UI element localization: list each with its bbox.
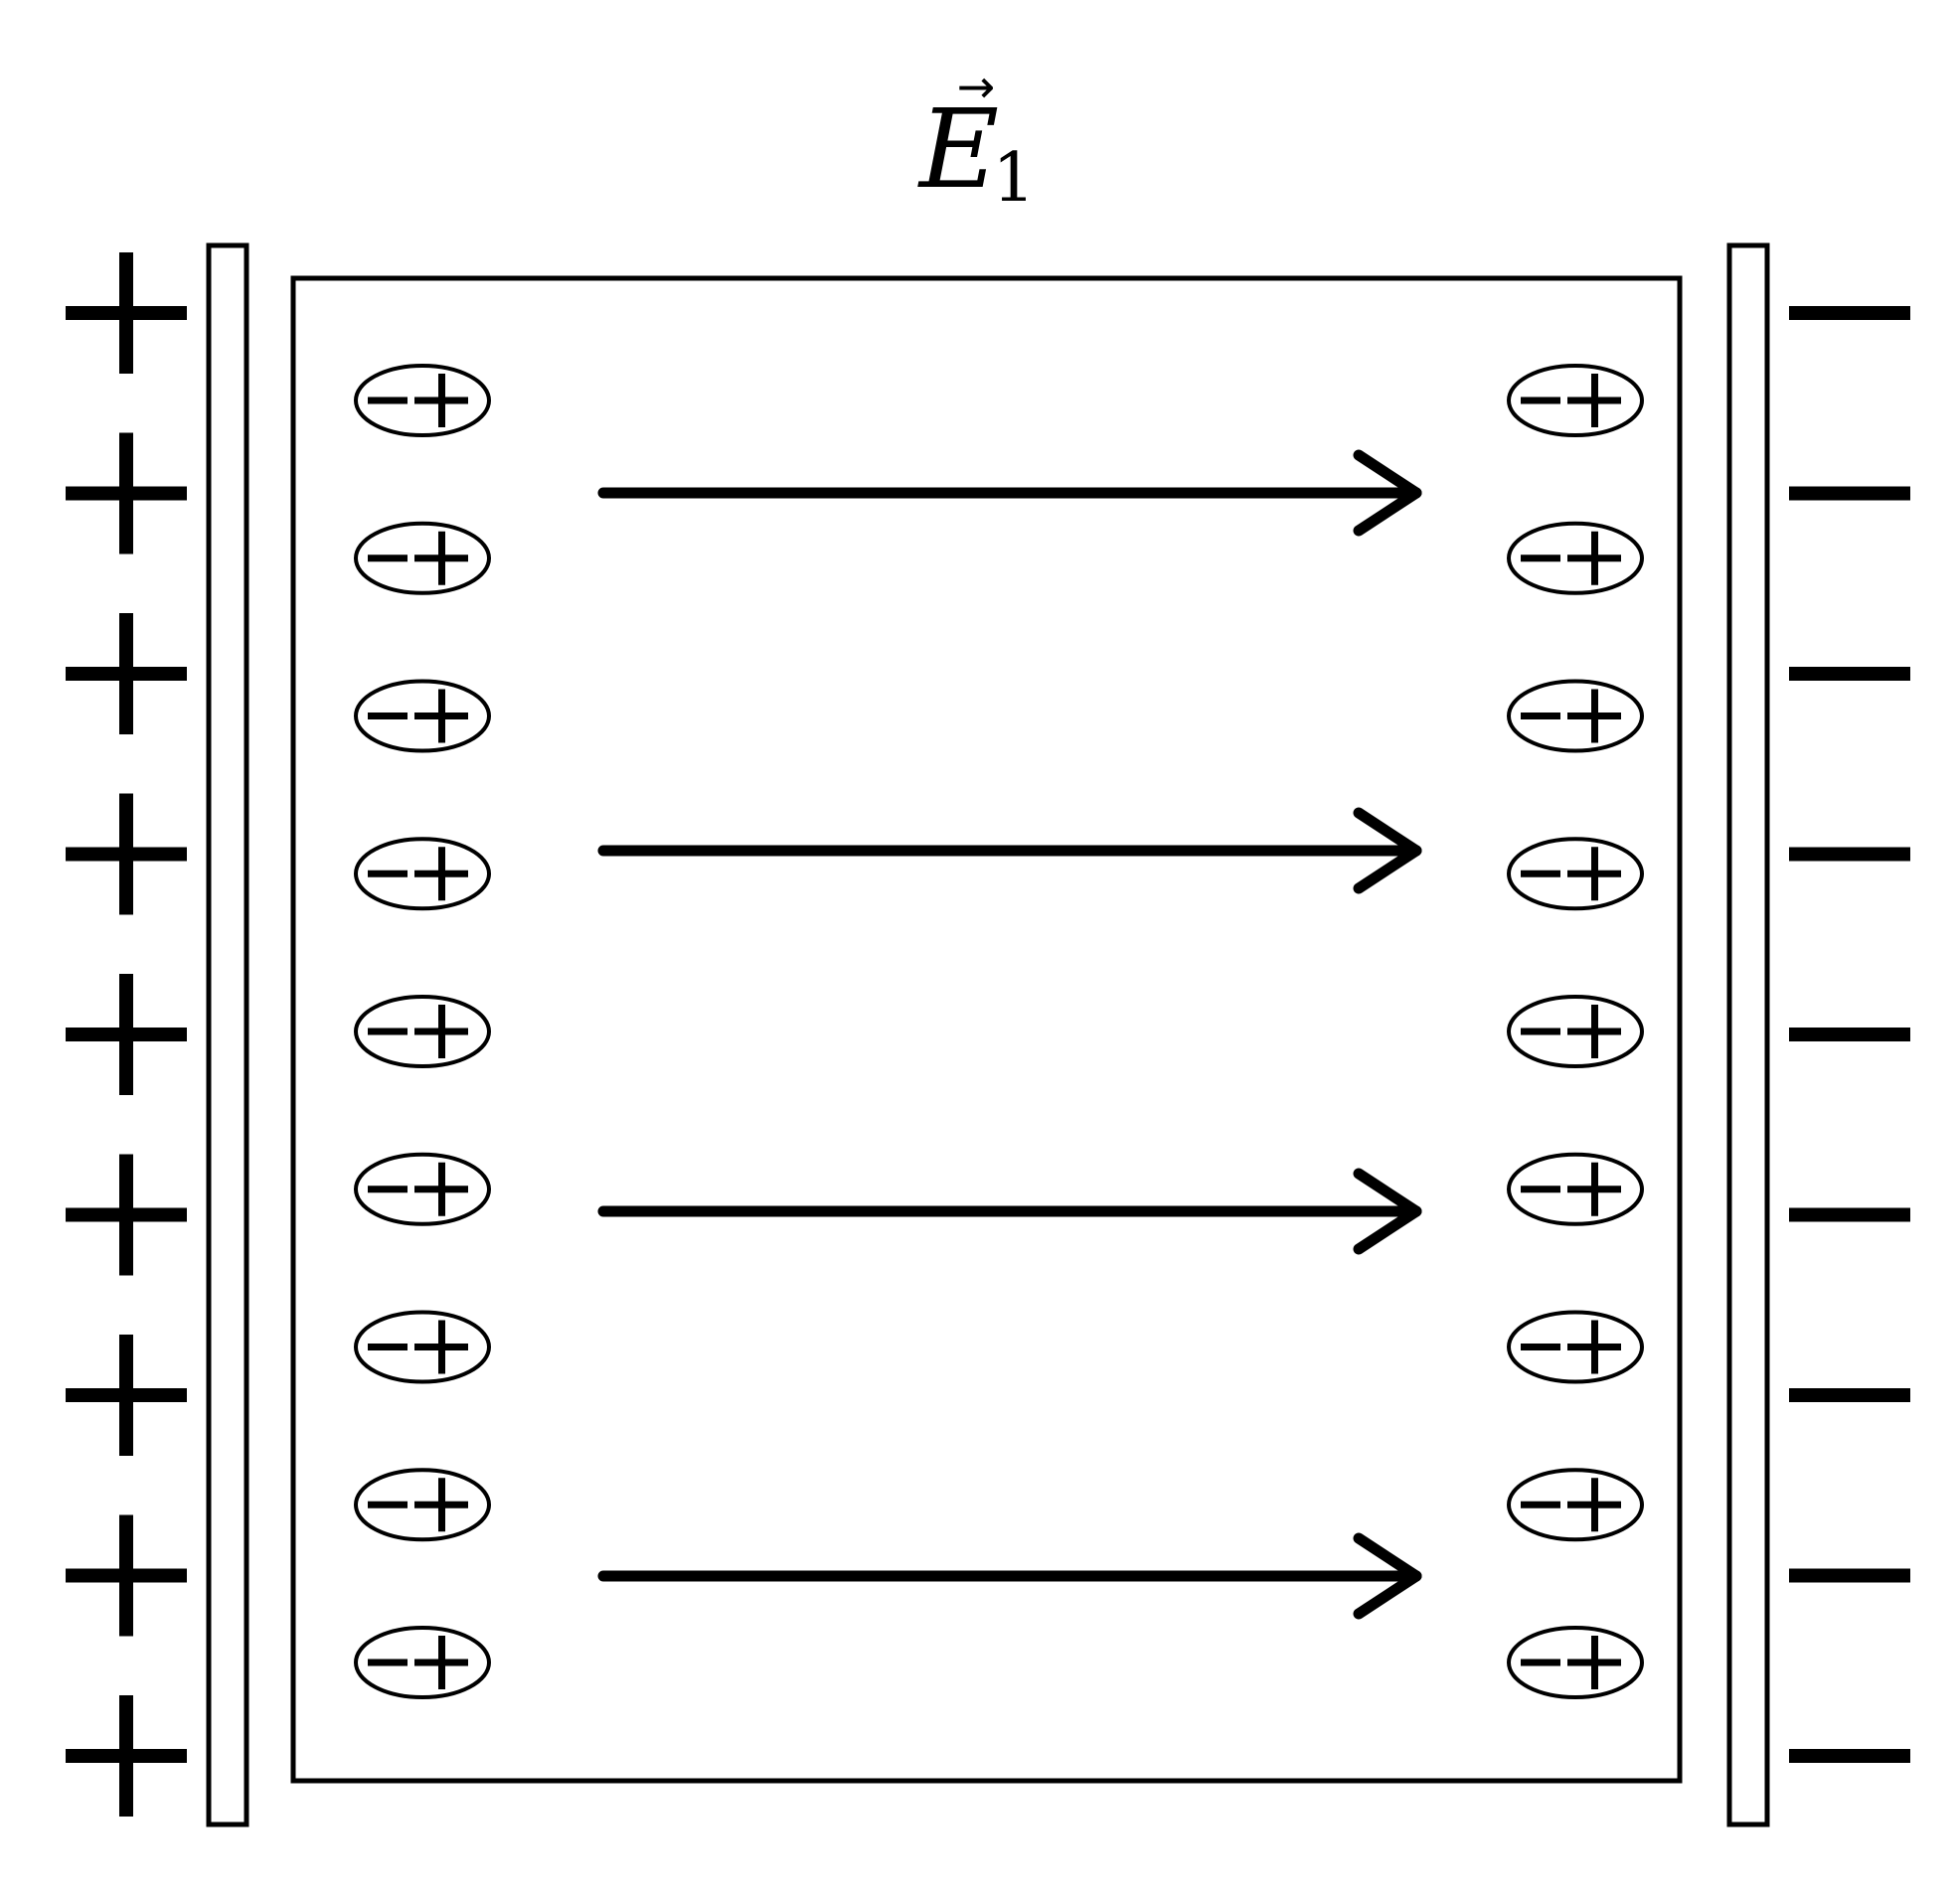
field-line-arrow xyxy=(597,1532,1422,1620)
dipole-molecule xyxy=(1507,364,1644,437)
dipole-minus-icon xyxy=(1521,712,1560,719)
dipole-molecule xyxy=(1507,1468,1644,1542)
dipole-minus-icon xyxy=(368,554,408,562)
field-vector-arrow: → xyxy=(957,60,996,113)
dipole-molecule xyxy=(354,1152,491,1226)
minus-charge-icon xyxy=(1789,1028,1910,1041)
dipole-column-right xyxy=(1507,364,1644,1699)
dipole-molecule xyxy=(1507,995,1644,1068)
minus-charge-icon xyxy=(1789,486,1910,501)
field-line-arrow xyxy=(597,807,1422,894)
dielectric-slab xyxy=(290,275,1683,1784)
left-plate-charges xyxy=(66,252,187,1817)
plus-charge-icon xyxy=(66,613,187,734)
dipole-minus-icon xyxy=(1521,554,1560,562)
right-plate xyxy=(1726,242,1770,1827)
field-line-arrow xyxy=(597,1168,1422,1255)
minus-charge-icon xyxy=(1789,306,1910,320)
minus-charge-icon xyxy=(1789,1207,1910,1222)
dipole-molecule xyxy=(354,995,491,1068)
plus-charge-icon xyxy=(66,793,187,915)
field-label: → E 1 xyxy=(917,60,1036,218)
dipole-molecule xyxy=(1507,1626,1644,1699)
dipole-molecule xyxy=(354,1310,491,1384)
dipole-column-left xyxy=(354,364,491,1699)
dipole-minus-icon xyxy=(368,1028,408,1035)
dipole-molecule xyxy=(1507,1152,1644,1226)
field-lines xyxy=(597,449,1422,1620)
plus-charge-icon xyxy=(66,252,187,374)
field-subscript: 1 xyxy=(992,139,1035,218)
plus-charge-icon xyxy=(66,1695,187,1817)
dipole-molecule xyxy=(354,521,491,595)
dipole-minus-icon xyxy=(1521,1028,1560,1035)
dipole-minus-icon xyxy=(1521,1659,1560,1666)
dipole-minus-icon xyxy=(368,1501,408,1508)
dipole-molecule xyxy=(354,679,491,753)
dipole-molecule xyxy=(1507,521,1644,595)
plus-charge-icon xyxy=(66,1335,187,1456)
dipole-molecule xyxy=(1507,679,1644,753)
dipole-molecule xyxy=(1507,1310,1644,1384)
field-line-arrow xyxy=(597,449,1422,537)
plus-charge-icon xyxy=(66,432,187,554)
dipole-minus-icon xyxy=(1521,1501,1560,1508)
right-plate-charges xyxy=(1789,306,1910,1763)
dipole-minus-icon xyxy=(1521,396,1560,404)
field-symbol: E xyxy=(917,85,999,213)
dipole-molecule xyxy=(354,1468,491,1542)
dipole-minus-icon xyxy=(368,1186,408,1193)
plus-charge-icon xyxy=(66,1514,187,1637)
dipole-molecule xyxy=(354,837,491,911)
dipole-minus-icon xyxy=(1521,870,1560,877)
dipole-minus-icon xyxy=(368,396,408,404)
minus-charge-icon xyxy=(1789,1568,1910,1583)
plus-charge-icon xyxy=(66,1154,187,1276)
dipole-minus-icon xyxy=(368,870,408,877)
minus-charge-icon xyxy=(1789,1388,1910,1402)
dipole-molecule xyxy=(354,364,491,437)
dipole-minus-icon xyxy=(368,1659,408,1666)
dipole-minus-icon xyxy=(368,712,408,719)
minus-charge-icon xyxy=(1789,667,1910,681)
dipole-minus-icon xyxy=(1521,1344,1560,1350)
minus-charge-icon xyxy=(1789,847,1910,862)
dipole-molecule xyxy=(1507,837,1644,911)
left-plate xyxy=(206,242,249,1827)
minus-charge-icon xyxy=(1789,1749,1910,1763)
dipole-molecule xyxy=(354,1626,491,1699)
dipole-minus-icon xyxy=(1521,1186,1560,1193)
plus-charge-icon xyxy=(66,974,187,1095)
dipole-minus-icon xyxy=(368,1344,408,1350)
